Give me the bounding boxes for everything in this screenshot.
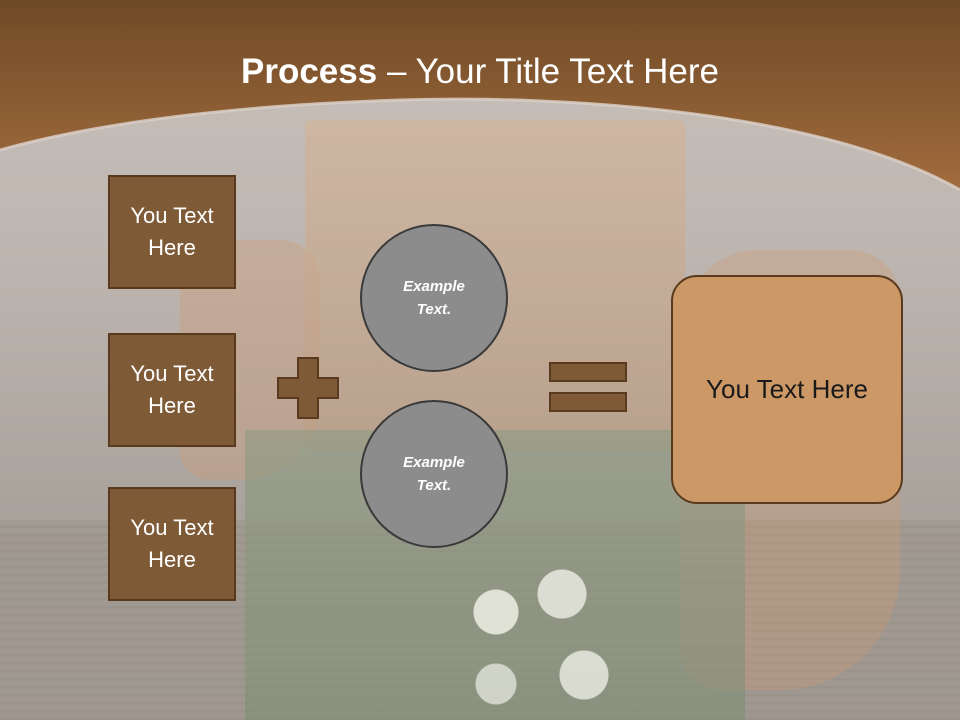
example-circle-2-label: Example Text. bbox=[403, 454, 465, 494]
header-band: Process – Your Title Text Here bbox=[0, 0, 960, 200]
example-circle-1-label: Example Text. bbox=[403, 278, 465, 318]
result-box-label: You Text Here bbox=[706, 374, 868, 404]
input-box-2-label: You Text Here bbox=[130, 361, 214, 418]
example-circle-1[interactable]: Example Text. bbox=[360, 224, 508, 372]
equals-bar-top bbox=[549, 362, 627, 382]
input-box-3[interactable]: You Text Here bbox=[108, 487, 236, 601]
input-box-3-label: You Text Here bbox=[130, 515, 214, 572]
header-shape bbox=[0, 0, 960, 192]
plus-icon bbox=[277, 357, 339, 419]
input-box-2[interactable]: You Text Here bbox=[108, 333, 236, 447]
input-box-1-label: You Text Here bbox=[130, 203, 214, 260]
input-box-1[interactable]: You Text Here bbox=[108, 175, 236, 289]
example-circle-2[interactable]: Example Text. bbox=[360, 400, 508, 548]
result-box[interactable]: You Text Here bbox=[671, 275, 903, 504]
bg-flowers bbox=[430, 540, 650, 720]
equals-bar-bottom bbox=[549, 392, 627, 412]
page-title: Process – Your Title Text Here bbox=[241, 52, 719, 91]
